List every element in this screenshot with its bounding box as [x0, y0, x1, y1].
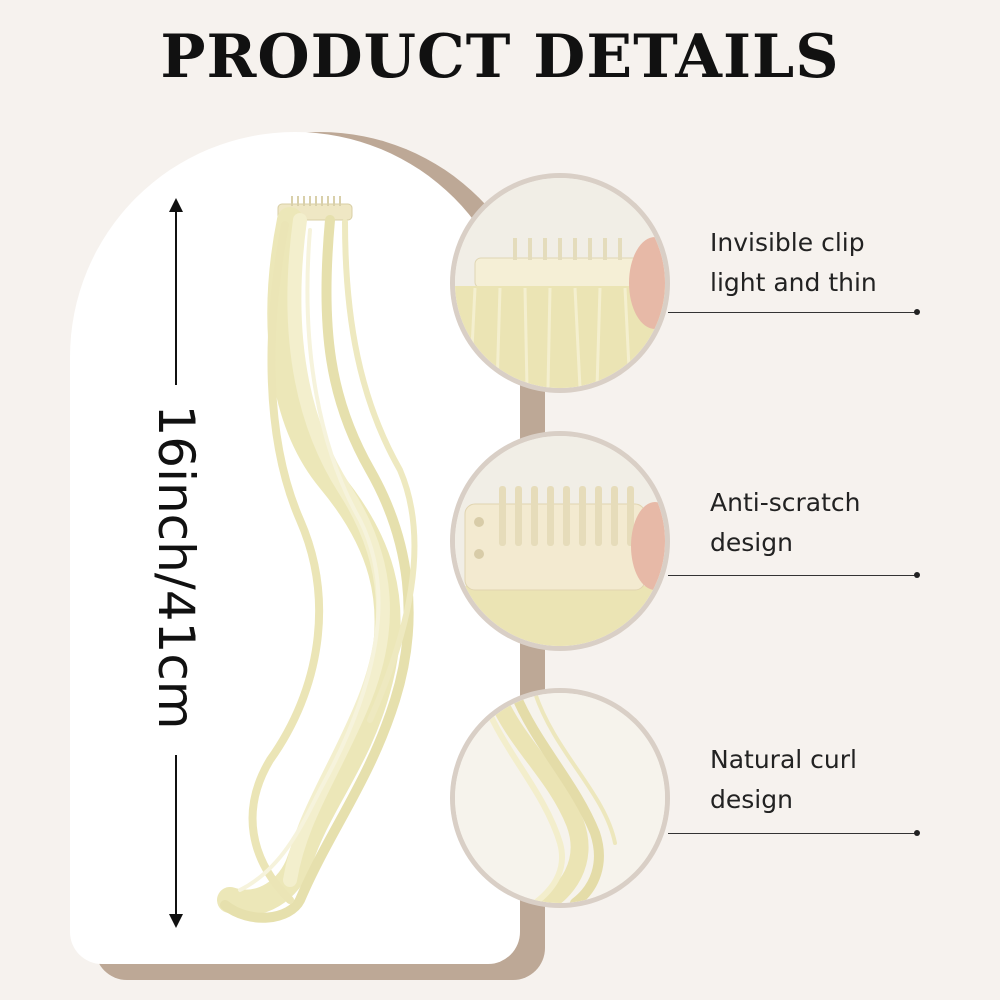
feature-text-line: Invisible clip [710, 228, 865, 257]
length-label: 16inch/41cm [147, 404, 205, 730]
page-title: PRODUCT DETAILS [160, 22, 840, 92]
feature-connector-dot [914, 572, 920, 578]
feature-connector-dot [914, 830, 920, 836]
arrow-up-icon [169, 198, 183, 212]
feature-natural-curl: Natural curl design [710, 740, 970, 820]
clip-closeup-image [455, 178, 665, 388]
feature-connector-line [668, 312, 916, 313]
feature-text-line: design [710, 528, 793, 557]
feature-text-line: Natural curl [710, 745, 857, 774]
feature-invisible-clip: Invisible clip light and thin [710, 223, 970, 303]
feature-connector-dot [914, 309, 920, 315]
feature-anti-scratch: Anti-scratch design [710, 483, 970, 563]
length-line-top [175, 210, 177, 385]
length-line-bottom [175, 755, 177, 915]
comb-closeup-image [455, 436, 665, 646]
curl-closeup-image [455, 693, 665, 903]
feature-text-line: design [710, 785, 793, 814]
feature-connector-line [668, 575, 916, 576]
arrow-down-icon [169, 914, 183, 928]
feature-connector-line [668, 833, 916, 834]
feature-text-line: Anti-scratch [710, 488, 861, 517]
feature-text-line: light and thin [710, 268, 877, 297]
